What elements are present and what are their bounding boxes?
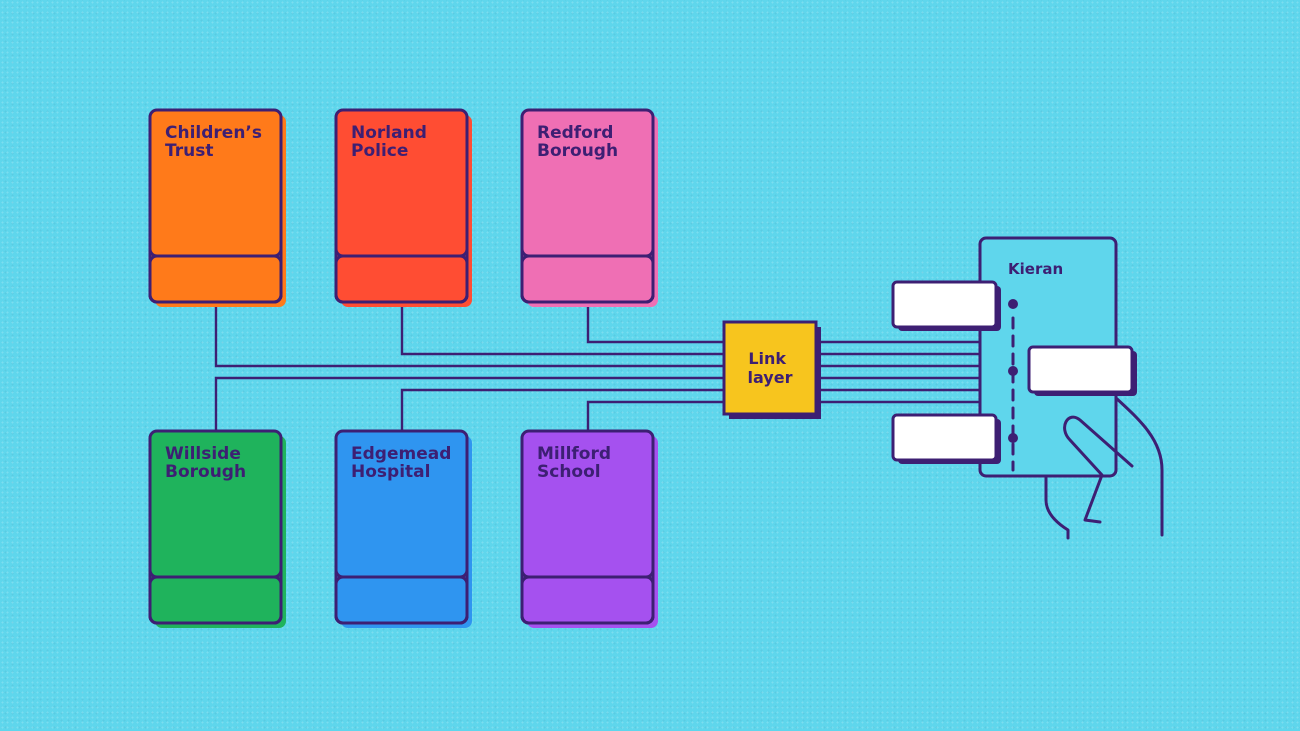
connector-line [214,376,726,433]
svg-text:Link layer: Link layer [748,349,793,387]
org-label-line: Edgemead [351,444,451,464]
timeline-dot [1008,366,1018,376]
connector-line [214,300,726,368]
connector-lines [214,300,980,433]
timeline-dot [1008,433,1018,443]
org-label-line: Borough [165,462,246,482]
org-label-line: Children’s [165,123,262,143]
message-card [891,280,1001,331]
org-label-line: Millford [537,444,611,464]
connector-line [400,300,726,356]
org-label-line: Trust [165,141,213,161]
org-label-line: Norland [351,123,427,143]
link-layer-hub: Link layer [722,320,821,419]
org-label-line: Police [351,141,408,161]
org-label-line: Hospital [351,462,430,482]
org-label-line: Willside [165,444,241,464]
person-name: Kieran [1008,260,1063,278]
hub-label-line-2: layer [748,368,793,387]
connector-line [586,400,726,433]
message-card [891,413,1001,464]
org-label-line: Redford [537,123,613,143]
connector-line [586,300,726,344]
message-card [1027,345,1137,396]
org-label-line: School [537,462,601,482]
org-label-line: Borough [537,141,618,161]
hub-label-line-1: Link [748,349,786,368]
phone-illustration: Kieran [891,236,1164,540]
hand-icon [1044,396,1164,540]
timeline-dot [1008,299,1018,309]
connector-line [400,388,726,433]
